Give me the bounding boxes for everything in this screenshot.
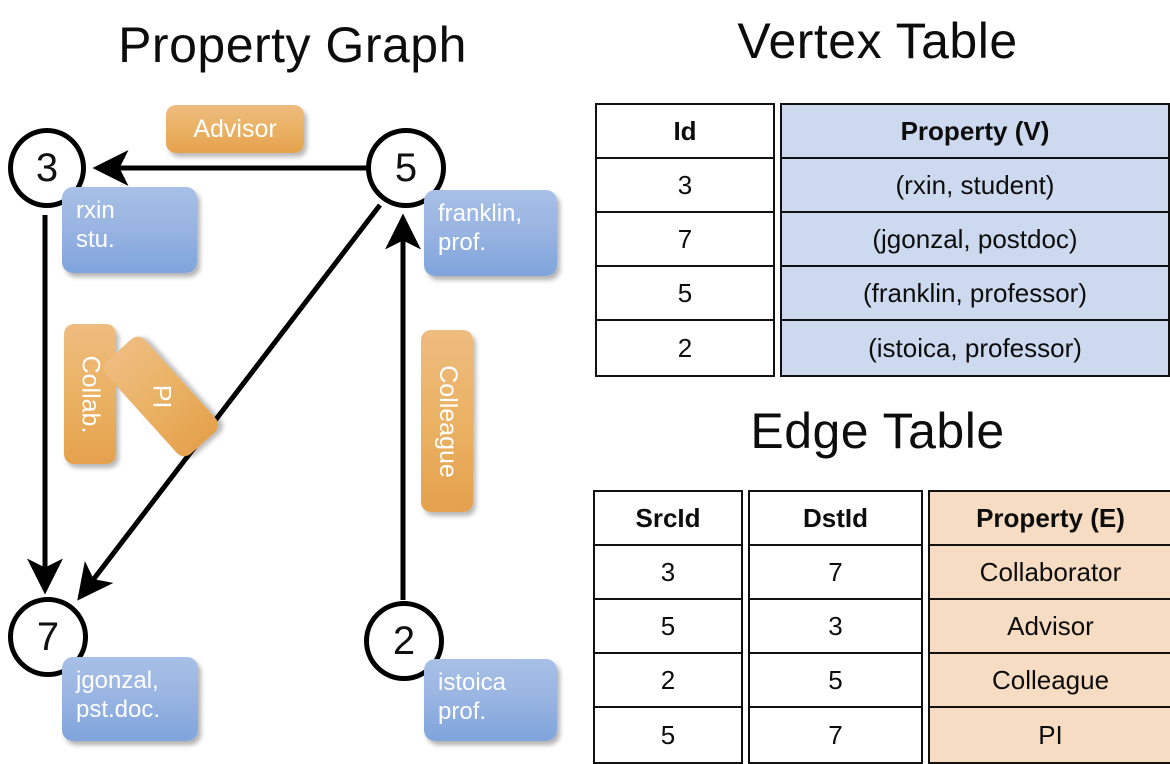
edge-table-column-srcid: SrcId 3 5 2 5 [593,490,743,764]
vertex-table-column-property: Property (V) (rxin, student) (jgonzal, p… [780,103,1170,377]
vertex-property-box-istoica: istoica prof. [424,659,557,741]
page-title-vertex-table: Vertex Table [737,13,1018,69]
edge-label-advisor-text: Advisor [193,114,277,143]
edge-table-cell-src-row3: 2 [595,654,741,708]
graph-node-5[interactable]: 5 [366,128,446,208]
vertex-table-cell-property-row2: (jgonzal, postdoc) [782,213,1168,267]
vertex-table-column-id: Id 3 7 5 2 [595,103,775,377]
edge-table: SrcId 3 5 2 5 DstId 7 3 5 7 Property (E)… [593,490,1170,764]
vertex-property-franklin-line1: franklin, [438,200,523,227]
vertex-property-franklin-line2: prof. [438,229,487,257]
page-title-property-graph: Property Graph [118,17,467,73]
vertex-property-box-franklin: franklin, prof. [424,190,557,276]
vertex-property-jgonzal-line1: jgonzal, [76,667,159,694]
edge-label-collab: Collab. [64,324,116,464]
edge-label-colleague-text: Colleague [433,364,462,478]
graph-node-2[interactable]: 2 [364,601,444,681]
vertex-table-header-property: Property (V) [782,105,1168,159]
edge-table-column-dstid: DstId 7 3 5 7 [748,490,923,764]
edge-table-cell-dst-row3: 5 [750,654,921,708]
edge-table-cell-src-row4: 5 [660,719,676,750]
edge-table-cell-dst-row4: 7 [828,719,843,750]
edge-table-cell-property-row3: Colleague [930,654,1170,708]
vertex-property-jgonzal-line2: pst.doc. [76,696,161,724]
vertex-table-cell-id-row2: 7 [597,213,773,267]
edge-label-colleague: Colleague [421,330,473,512]
edge-table-header-srcid: SrcId [595,492,741,546]
vertex-table-cell-property-row1: (rxin, student) [782,159,1168,213]
edge-table-cell-dst-row1: 7 [750,546,921,600]
edge-table-column-property: Property (E) Collaborator Advisor Collea… [928,490,1170,764]
vertex-table: Id 3 7 5 2 Property (V) (rxin, student) … [595,103,1170,377]
edge-5-to-7 [77,203,382,601]
edge-table-cell-src-row2: 5 [595,600,741,654]
vertex-property-rxin-line1: rxin [76,197,115,224]
graph-node-3-label: 3 [35,146,59,190]
edge-table-header-dstid: DstId [750,492,921,546]
edge-table-cell-property-row4: PI [930,708,1170,762]
vertex-table-header-id: Id [597,105,773,159]
vertex-property-rxin-line2: stu. [76,226,115,254]
edge-table-cell-src-row1: 3 [595,546,741,600]
vertex-table-cell-property-row3: (franklin, professor) [782,267,1168,321]
vertex-table-cell-id-row4: 2 [677,332,693,363]
edge-table-cell-property-row1: Collaborator [930,546,1170,600]
vertex-property-istoica-line1: istoica [438,669,507,696]
edge-table-cell-property-row2: Advisor [930,600,1170,654]
property-graph-diagram: 3 5 7 2 rxin stu. franklin, prof. jgonza… [0,0,585,760]
vertex-table-cell-id-row1: 3 [597,159,773,213]
edge-label-collab-text: Collab. [76,355,105,433]
edge-table-header-property: Property (E) [930,492,1170,546]
graph-node-5-label: 5 [394,146,418,190]
graph-edges-svg [27,150,421,601]
vertex-property-box-jgonzal: jgonzal, pst.doc. [62,657,198,741]
vertex-table-cell-property-row4: (istoica, professor) [782,321,1168,375]
vertex-property-box-rxin: rxin stu. [62,187,197,273]
edge-table-cell-dst-row2: 3 [750,600,921,654]
edge-label-advisor: Advisor [166,105,304,153]
vertex-property-istoica-line2: prof. [438,698,487,726]
vertex-table-cell-id-row3: 5 [597,267,773,321]
graph-node-7-label: 7 [36,615,60,659]
graph-node-2-label: 2 [392,619,416,663]
page-title-edge-table: Edge Table [750,403,1005,459]
edge-label-pi-text: PI [147,384,176,409]
